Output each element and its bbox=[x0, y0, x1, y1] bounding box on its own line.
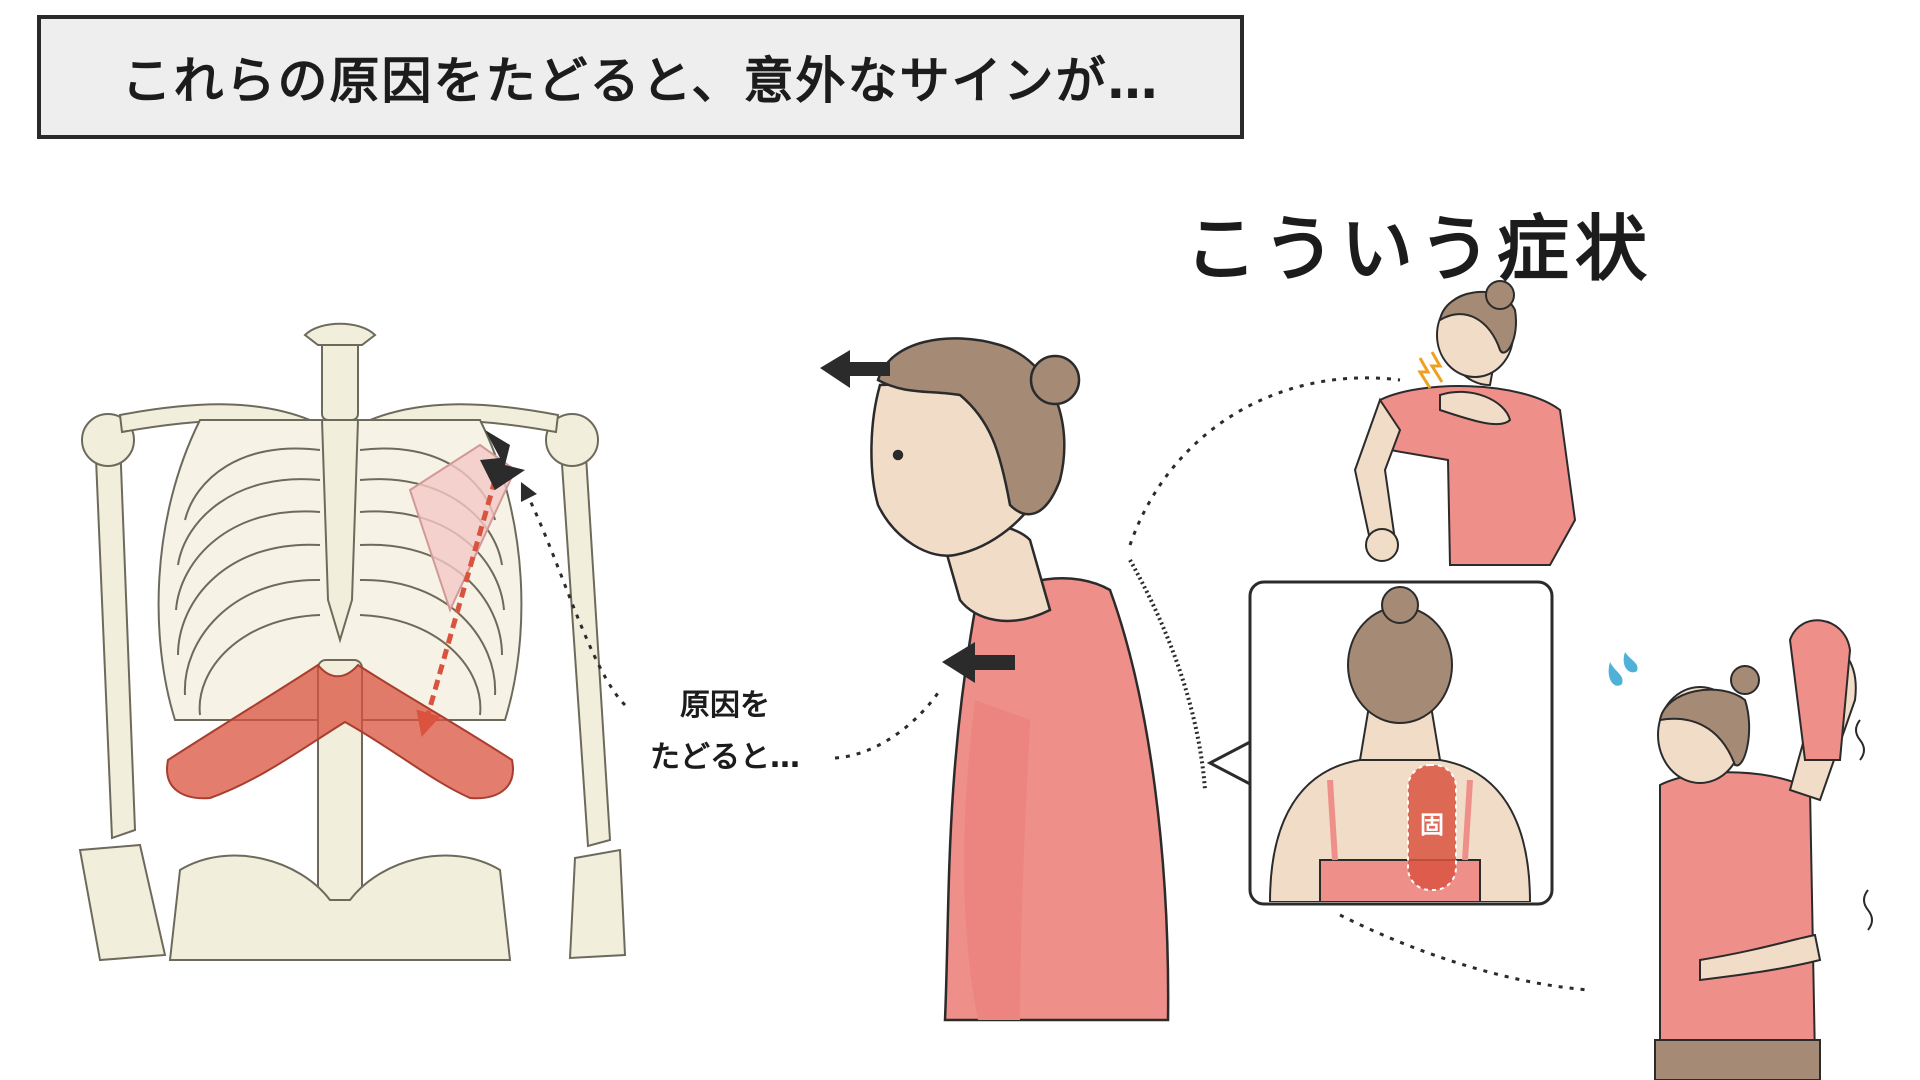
red-dotted-arrow bbox=[416, 479, 498, 738]
pain-spark-icon bbox=[1417, 351, 1444, 389]
cause-label-line2: たどると… bbox=[650, 740, 800, 775]
back-stiffness-inset: 固 bbox=[1206, 580, 1554, 906]
dotted-connector-woman bbox=[834, 689, 942, 760]
header-banner: これらの原因をたどると、意外なサインが… bbox=[37, 15, 1244, 139]
shoulder-down-arrow bbox=[480, 430, 525, 490]
cause-label-line1: 原因を bbox=[680, 688, 770, 723]
reaching-back-woman bbox=[1654, 619, 1857, 1080]
dotted-connector-shoulder-pain bbox=[1128, 376, 1401, 546]
forward-head-woman bbox=[870, 337, 1170, 1022]
shoulder-forward-arrow bbox=[942, 642, 1015, 683]
skeleton-illustration bbox=[78, 322, 627, 962]
symptoms-title: こういう症状 bbox=[1185, 207, 1654, 291]
back-curve-line bbox=[1128, 559, 1207, 791]
dotted-connector-reaching bbox=[1339, 913, 1591, 992]
stiffness-highlight bbox=[1407, 764, 1457, 891]
head-forward-arrow bbox=[820, 350, 890, 388]
shake-lines-icon bbox=[1855, 719, 1873, 931]
sweat-drops-icon bbox=[1608, 652, 1638, 686]
cause-label: 原因を たどると… bbox=[630, 680, 820, 784]
shoulder-pain-woman bbox=[1353, 280, 1577, 566]
diaphragm-muscle bbox=[166, 663, 514, 800]
header-text: これらの原因をたどると、意外なサインが… bbox=[121, 52, 1160, 110]
stiffness-stamp: 固 bbox=[1420, 811, 1444, 839]
